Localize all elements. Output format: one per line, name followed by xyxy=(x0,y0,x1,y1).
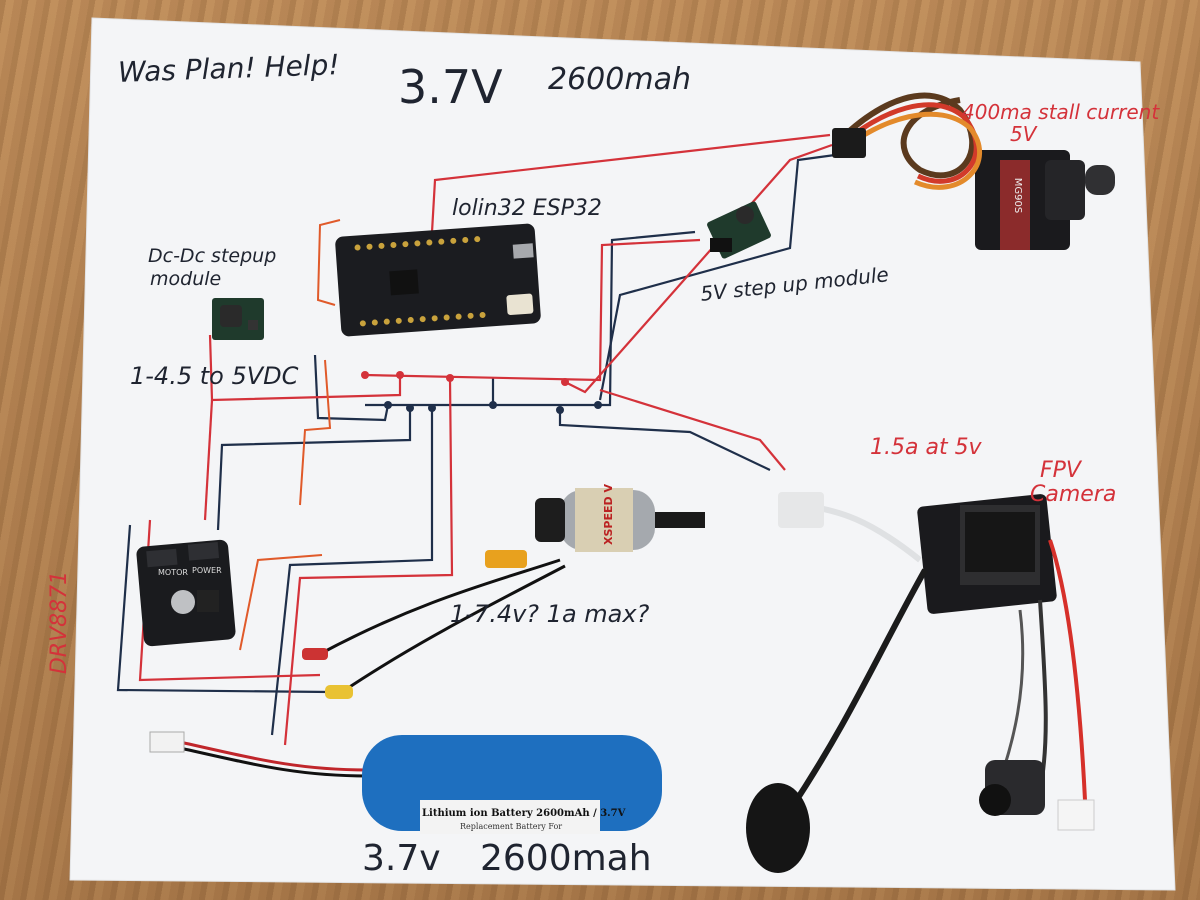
servo-note-line1: 400ma stall current xyxy=(962,100,1160,124)
camera-current-note: 1.5a at 5v xyxy=(870,435,982,460)
battery-label: Lithium ion Battery 2600mAh / 3.7V xyxy=(422,808,626,819)
servo-motor xyxy=(832,92,1115,250)
camera-label-line1: FPV xyxy=(1040,458,1081,483)
stepup-left-label-line1: Dc-Dc stepup xyxy=(148,245,277,267)
motor-brand-label: XSPEED V xyxy=(601,484,615,545)
driver-label: DRV8871 xyxy=(47,570,73,675)
dc-motor xyxy=(302,488,705,699)
battery xyxy=(149,731,662,834)
camera-label-line2: Camera xyxy=(1030,482,1117,507)
motor-note: 1-7.4v? 1a max? xyxy=(450,600,650,628)
stepup-module-right xyxy=(707,201,771,259)
fpv-transmitter xyxy=(746,492,1095,873)
bottom-capacity: 2600mah xyxy=(480,838,652,879)
drv8871-board xyxy=(136,539,236,647)
driver-motor-text: MOTOR xyxy=(158,568,188,577)
esp32-label: lolin32 ESP32 xyxy=(452,196,602,221)
servo-note-line2: 5V xyxy=(1010,122,1037,146)
input-range-note: 1-4.5 to 5VDC xyxy=(130,362,299,390)
red-junctions xyxy=(361,371,569,386)
stepup-left-label-line2: module xyxy=(150,268,222,290)
bottom-voltage: 3.7v xyxy=(362,838,441,879)
stepup-module-left xyxy=(212,298,264,340)
battery-sub-label: Replacement Battery For xyxy=(460,822,563,831)
wire-junctions xyxy=(384,401,602,414)
esp32-board xyxy=(335,223,541,337)
red-wires xyxy=(138,133,833,746)
blue-wires xyxy=(116,153,836,736)
orange-wires xyxy=(239,219,341,651)
driver-power-text: POWER xyxy=(192,566,222,575)
top-capacity: 2600mah xyxy=(548,62,691,97)
servo-model-label: MG90S xyxy=(1012,177,1024,214)
top-voltage: 3.7V xyxy=(398,60,503,114)
